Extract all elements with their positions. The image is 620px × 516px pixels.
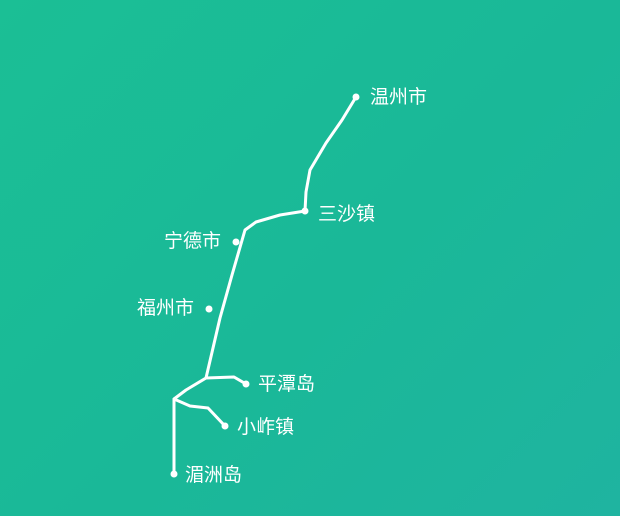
pingtan-label: 平潭岛 xyxy=(258,373,316,395)
pingtan-marker xyxy=(242,380,250,388)
sansha-label: 三沙镇 xyxy=(318,203,376,225)
xiaozuo-marker xyxy=(221,422,229,430)
meizhou-label: 湄洲岛 xyxy=(185,464,243,486)
sansha-marker xyxy=(301,207,309,215)
main-route-line xyxy=(172,95,358,476)
pingtan-branch-line xyxy=(204,375,248,386)
xiaozuo-label: 小岞镇 xyxy=(237,416,295,438)
fuzhou-marker xyxy=(205,305,213,313)
meizhou-marker xyxy=(170,470,178,478)
ningde-label: 宁德市 xyxy=(164,230,222,252)
fuzhou-label: 福州市 xyxy=(137,297,195,319)
wenzhou-marker xyxy=(352,93,360,101)
wenzhou-label: 温州市 xyxy=(370,86,428,108)
ningde-marker xyxy=(232,238,240,246)
xiaozuo-branch-line xyxy=(172,397,227,428)
